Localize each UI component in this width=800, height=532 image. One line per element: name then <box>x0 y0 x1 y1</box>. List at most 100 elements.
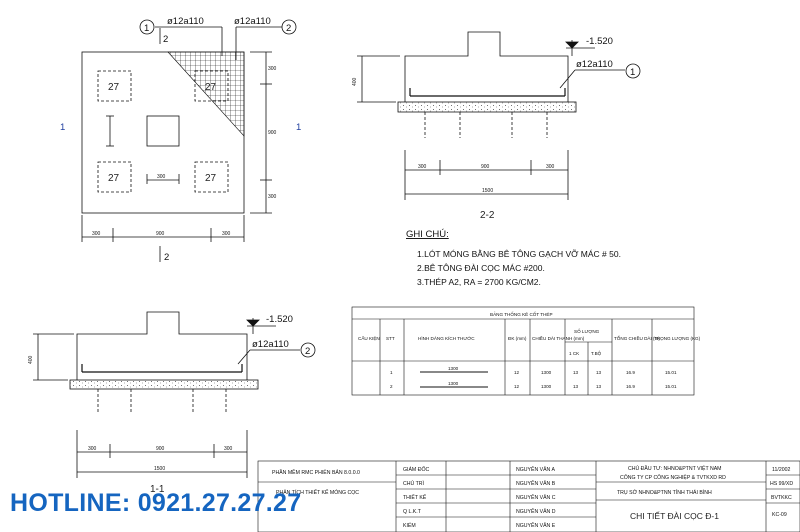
dim-label: 300 <box>418 164 427 170</box>
level-label: -1.520 <box>586 36 613 47</box>
svg-text:13: 13 <box>573 370 579 375</box>
pile-label: 27 <box>108 173 120 184</box>
sheet-number: KC-09 <box>772 512 787 518</box>
section-title: 1-1 <box>150 484 165 495</box>
table-row: 2 1300 12 1300 13 13 16.9 15.01 <box>390 381 677 389</box>
dim-label: 300 <box>224 446 233 452</box>
person-name: NGUYỄN VĂN E <box>516 522 556 529</box>
hotline-banner: HOTLINE: 0921.27.27.27 <box>10 489 302 517</box>
role-label: Q L.K.T <box>403 509 422 515</box>
dim-label: 400 <box>352 77 358 86</box>
title-block <box>257 460 800 532</box>
table-title: BẢNG THỐNG KÊ CỐT THÉP <box>490 310 553 317</box>
bar-label-right: ø12a110 <box>234 16 271 27</box>
svg-text:16.9: 16.9 <box>626 384 635 389</box>
svg-text:15.01: 15.01 <box>665 370 677 375</box>
table-row: 1 1300 12 1300 13 13 16.9 15.01 <box>390 366 677 375</box>
dim-label: 300 <box>88 446 97 452</box>
bubble-label: 1 <box>630 67 635 78</box>
cap-profile <box>404 31 569 102</box>
software-module: PHÂN TÍCH THIẾT KẾ MÓNG CỌC <box>276 489 359 496</box>
svg-text:13: 13 <box>573 384 579 389</box>
svg-text:15.01: 15.01 <box>665 384 677 389</box>
note-item: 3.THÉP A2, RA = 2700 KG/CM2. <box>417 277 541 287</box>
bubble-circle <box>300 342 316 358</box>
rebar-table <box>351 306 695 396</box>
svg-text:12: 12 <box>514 370 520 375</box>
rebar-mesh-region <box>167 51 245 137</box>
bubble-2-circle <box>281 19 297 35</box>
blinding-layer <box>397 101 577 113</box>
drawing-title: CHI TIẾT ĐÀI CỌC Đ-1 <box>630 511 719 521</box>
bubble-1-circle <box>139 19 155 35</box>
role-label: CHỦ TRÌ <box>403 480 425 487</box>
svg-text:16.9: 16.9 <box>626 370 635 375</box>
bubble-label: 2 <box>305 346 310 357</box>
svg-text:1300: 1300 <box>541 370 552 375</box>
bubble-circle <box>625 63 641 79</box>
dim-label: 900 <box>156 446 165 452</box>
table-subheader: T.BỘ <box>591 350 602 356</box>
dim-label: 300 <box>268 194 277 200</box>
dim-label: 300 <box>268 66 277 72</box>
drawing-code: HS 99/XD <box>770 481 793 487</box>
bar-label: ø12a110 <box>576 59 613 70</box>
dim-label: 300 <box>92 231 101 237</box>
svg-text:12: 12 <box>514 384 520 389</box>
cut-mark-1-right: 1 <box>296 122 301 133</box>
person-name: NGUYỄN VĂN D <box>516 508 556 515</box>
svg-text:1: 1 <box>390 370 393 375</box>
table-header: SỐ LƯỢNG <box>574 328 600 334</box>
dim-label: 900 <box>156 231 165 237</box>
pile-label: 27 <box>108 82 120 93</box>
column-outline <box>146 115 180 147</box>
pile-label: 27 <box>205 173 217 184</box>
bubble-2-label: 2 <box>286 23 291 34</box>
cut-mark-2-bottom: 2 <box>164 252 169 263</box>
svg-text:1300: 1300 <box>448 381 459 386</box>
svg-text:13: 13 <box>596 384 602 389</box>
person-name: NGUYỄN VĂN B <box>516 480 556 487</box>
dim-label: 400 <box>28 355 34 364</box>
role-label: KIỂM <box>403 522 416 529</box>
role-label: THIẾT KẾ <box>403 494 427 501</box>
note-item: 2.BÊ TÔNG ĐÀI CỌC MÁC #200. <box>417 263 545 273</box>
plan-view <box>81 19 297 262</box>
section-title: 2-2 <box>480 210 495 221</box>
project-name: TRỤ SỞ NHNO&PTNN TỈNH THÁI BÌNH <box>617 489 712 496</box>
note-item: 1.LÓT MÓNG BẰNG BÊ TÔNG GẠCH VỠ MÁC # 50… <box>417 249 621 259</box>
dim-label: 1500 <box>154 466 165 472</box>
owner-line: CHỦ ĐẦU TƯ: NHNO&PTNT VIỆT NAM <box>628 464 722 472</box>
software-name: PHẦN MỀM RMC PHIÊN BẢN 8.0.0.0 <box>272 468 360 476</box>
role-label: GIÁM ĐỐC <box>403 466 429 473</box>
drawing-date: 11/2002 <box>772 467 790 473</box>
table-header: TỔNG CHIỀU DÀI (m) <box>614 335 660 341</box>
bar-label-top: ø12a110 <box>167 16 204 27</box>
bar-label: ø12a110 <box>252 339 289 350</box>
dim-label: 900 <box>481 164 490 170</box>
dim-label: 1500 <box>482 188 493 194</box>
cap-profile <box>76 311 248 380</box>
table-header: TRỌNG LƯỢNG (KG) <box>654 336 701 341</box>
dim-label: 900 <box>268 130 277 136</box>
blinding-layer <box>69 379 259 390</box>
pile-outline <box>97 70 132 102</box>
pile-outline <box>194 70 229 102</box>
table-subheader: 1 CK <box>569 351 580 356</box>
pile-label: 27 <box>205 82 217 93</box>
level-label: -1.520 <box>266 314 293 325</box>
person-name: NGUYỄN VĂN A <box>516 466 555 473</box>
table-header: ĐK (mm) <box>508 336 527 341</box>
svg-text:2: 2 <box>390 384 393 389</box>
section-1-1 <box>33 311 316 478</box>
dim-label: 300 <box>546 164 555 170</box>
dim-label: 300 <box>157 174 166 180</box>
cut-mark-1-left: 1 <box>60 122 65 133</box>
cut-mark-2-top: 2 <box>163 34 168 45</box>
svg-text:13: 13 <box>596 370 602 375</box>
svg-text:1300: 1300 <box>541 384 552 389</box>
table-header: CẤU KIỆN <box>358 334 380 341</box>
notes-title: GHI CHÚ: <box>406 229 449 240</box>
table-header: CHIỀU DÀI THANH (mm) <box>532 335 585 341</box>
